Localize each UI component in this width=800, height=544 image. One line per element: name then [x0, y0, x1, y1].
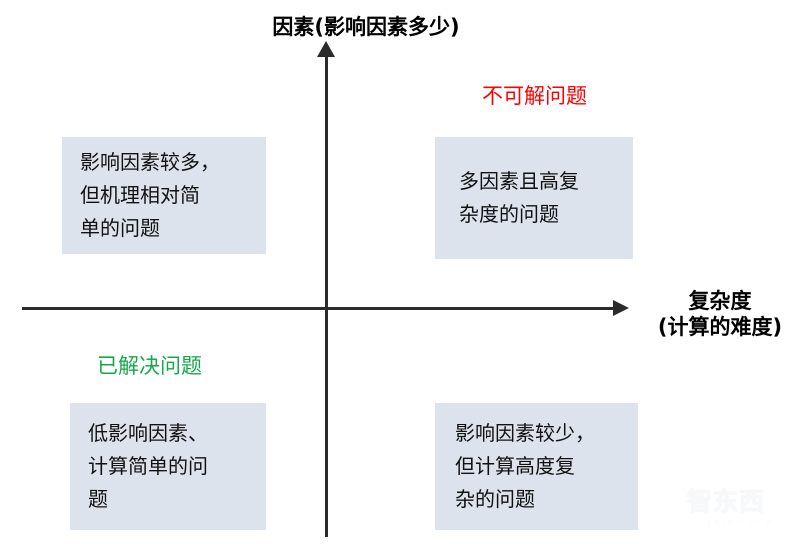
watermark-domain-text: zhidx.com — [707, 518, 775, 527]
label-solved-problems: 已解决问题 — [97, 354, 202, 378]
watermark-logo-text: 智东西 — [687, 487, 766, 517]
x-axis-title: 复杂度 (计算的难度) — [657, 289, 783, 339]
quadrant-box-bottom-right-text: 影响因素较少， 但计算高度复 杂的问题 — [455, 421, 595, 511]
quadrant-box-bottom-left-text: 低影响因素、 计算简单的问 题 — [88, 421, 208, 511]
quadrant-box-bottom-right: 影响因素较少， 但计算高度复 杂的问题 — [435, 403, 638, 530]
watermark: 智东西 zhidx.com — [687, 487, 795, 537]
quadrant-box-top-left: 影响因素较多， 但机理相对简 单的问题 — [62, 137, 266, 254]
label-unsolvable-problems: 不可解问题 — [482, 84, 587, 108]
quadrant-box-top-right-text: 多因素且高复 杂度的问题 — [459, 169, 579, 226]
quadrant-box-top-left-text: 影响因素较多， 但机理相对简 单的问题 — [80, 150, 220, 240]
y-axis-title: 因素(影响因素多少) — [272, 15, 460, 39]
quadrant-box-top-right: 多因素且高复 杂度的问题 — [435, 137, 633, 259]
up-arrow-icon — [317, 41, 335, 57]
y-axis-line — [325, 54, 328, 537]
right-arrow-icon — [613, 300, 629, 316]
quadrant-box-bottom-left: 低影响因素、 计算简单的问 题 — [70, 403, 266, 530]
x-axis-line — [22, 307, 616, 310]
